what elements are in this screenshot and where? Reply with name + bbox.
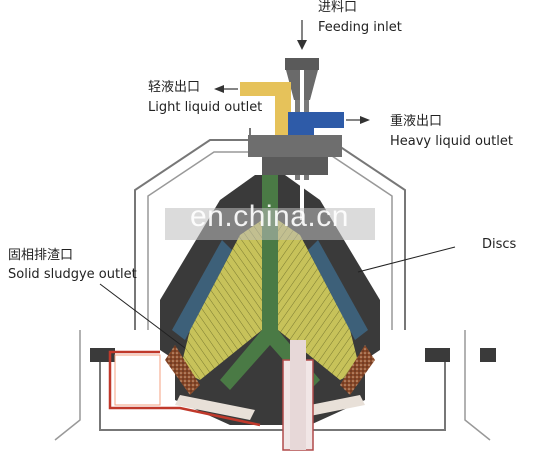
solid-outlet-label-en: Solid sludgye outlet xyxy=(8,267,137,282)
leader-lines xyxy=(99,246,456,349)
heavy-outlet-label-cn: 重液出口 xyxy=(390,114,443,129)
feed-label-cn: 进料口 xyxy=(318,0,358,15)
solid-outlet-label-cn: 固相排渣口 xyxy=(8,248,74,263)
cap-block xyxy=(248,135,342,175)
watermark-banner xyxy=(165,208,375,240)
light-outlet-label-en: Light liquid outlet xyxy=(148,100,263,115)
sludge-discharge-pipe xyxy=(108,350,261,427)
light-liquid-pipe xyxy=(214,82,291,137)
feed-label-en: Feeding inlet xyxy=(318,20,402,35)
liquid-path xyxy=(172,140,368,390)
central-spindle xyxy=(282,340,314,451)
watermark-text: en.china.cn xyxy=(190,200,349,233)
discs-label: Discs xyxy=(482,237,517,252)
heavy-outlet-label-en: Heavy liquid outlet xyxy=(390,134,513,149)
light-outlet-label-cn: 轻液出口 xyxy=(148,80,201,95)
